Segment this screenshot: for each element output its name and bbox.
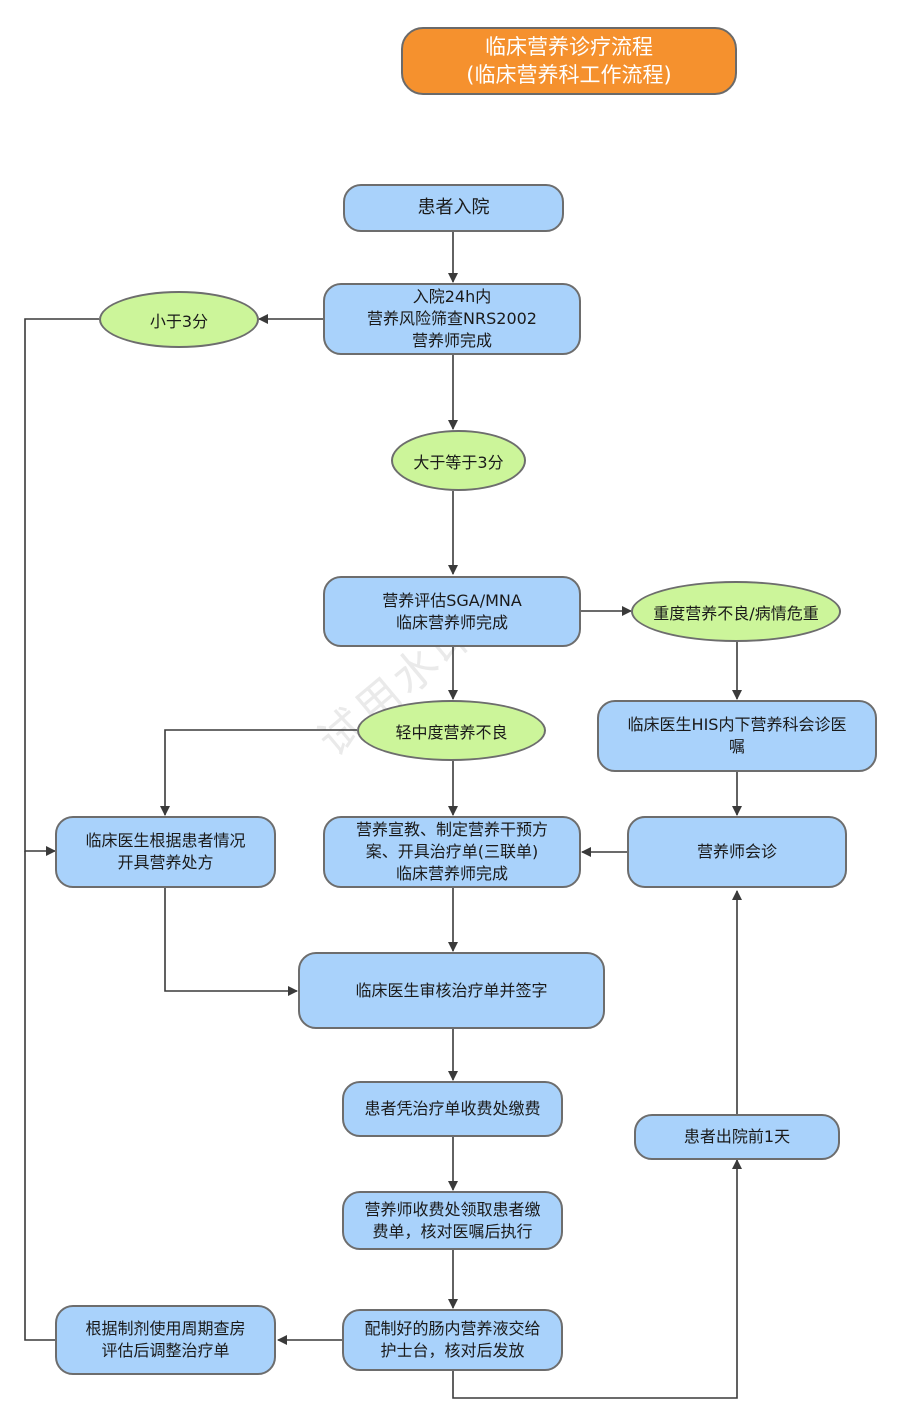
title-line1: 临床营养诊疗流程 bbox=[485, 35, 653, 59]
node-education: 营养宣教、制定营养干预方 案、开具治疗单(三联单) 临床营养师完成 bbox=[323, 816, 581, 888]
node-doctor-prescribe: 临床医生根据患者情况 开具营养处方 bbox=[55, 816, 276, 888]
edge-prescribe-review bbox=[164, 888, 298, 996]
node-adjust: 根据制剂使用周期查房 评估后调整治疗单 bbox=[55, 1305, 276, 1375]
node-admit: 患者入院 bbox=[343, 184, 564, 232]
node-screening: 入院24h内 营养风险筛查NRS2002 营养师完成 bbox=[323, 283, 581, 355]
node-his-consult: 临床医生HIS内下营养科会诊医 嘱 bbox=[597, 700, 877, 772]
node-dietitian-consult: 营养师会诊 bbox=[627, 816, 847, 888]
node-collect: 营养师收费处领取患者缴 费单，核对医嘱后执行 bbox=[342, 1191, 563, 1250]
condition-lt3: 小于3分 bbox=[99, 291, 259, 348]
node-payment: 患者凭治疗单收费处缴费 bbox=[342, 1081, 563, 1137]
condition-severe: 重度营养不良/病情危重 bbox=[631, 581, 841, 642]
node-assessment: 营养评估SGA/MNA 临床营养师完成 bbox=[323, 576, 581, 647]
condition-mild: 轻中度营养不良 bbox=[357, 700, 546, 761]
flowchart-title: 临床营养诊疗流程 (临床营养科工作流程) bbox=[401, 27, 737, 95]
node-discharge: 患者出院前1天 bbox=[634, 1114, 840, 1160]
title-line2: (临床营养科工作流程) bbox=[466, 63, 672, 87]
condition-ge3: 大于等于3分 bbox=[391, 430, 526, 491]
edge-adjust-prescribe bbox=[24, 851, 55, 1341]
node-review: 临床医生审核治疗单并签字 bbox=[298, 952, 605, 1029]
edge-mild-prescribe bbox=[160, 729, 357, 816]
node-deliver: 配制好的肠内营养液交给 护士台，核对后发放 bbox=[342, 1309, 563, 1371]
edge-deliver-discharge bbox=[452, 1159, 742, 1399]
edge-lt3-prescribe bbox=[24, 318, 99, 856]
